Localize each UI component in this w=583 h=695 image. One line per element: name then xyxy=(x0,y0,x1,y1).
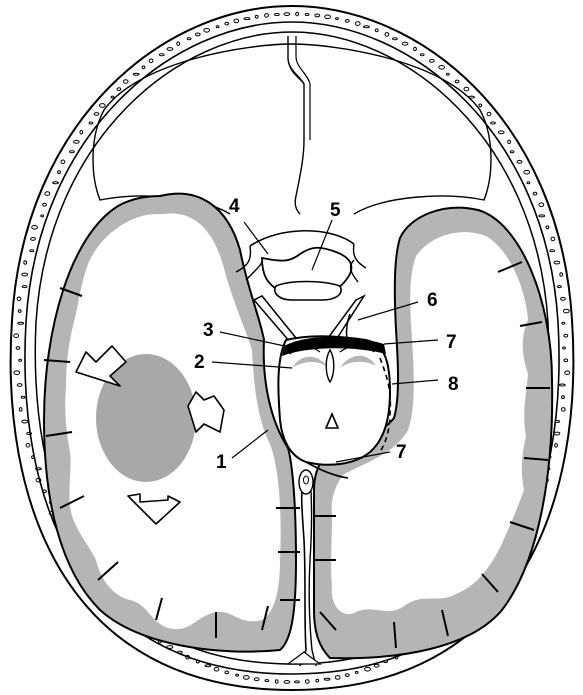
callout-2: 2 xyxy=(194,352,205,373)
callout-7-upper: 7 xyxy=(446,332,457,353)
callout-3: 3 xyxy=(203,320,214,341)
callout-4: 4 xyxy=(229,196,240,217)
midbrain xyxy=(278,336,390,465)
pituitary-fossa xyxy=(275,282,341,301)
callout-1: 1 xyxy=(216,452,227,473)
cerebral-aqueduct xyxy=(326,350,334,382)
callout-5: 5 xyxy=(330,200,341,221)
callout-8: 8 xyxy=(448,374,459,395)
callout-6: 6 xyxy=(427,290,438,311)
callout-7-lower: 7 xyxy=(396,442,407,463)
